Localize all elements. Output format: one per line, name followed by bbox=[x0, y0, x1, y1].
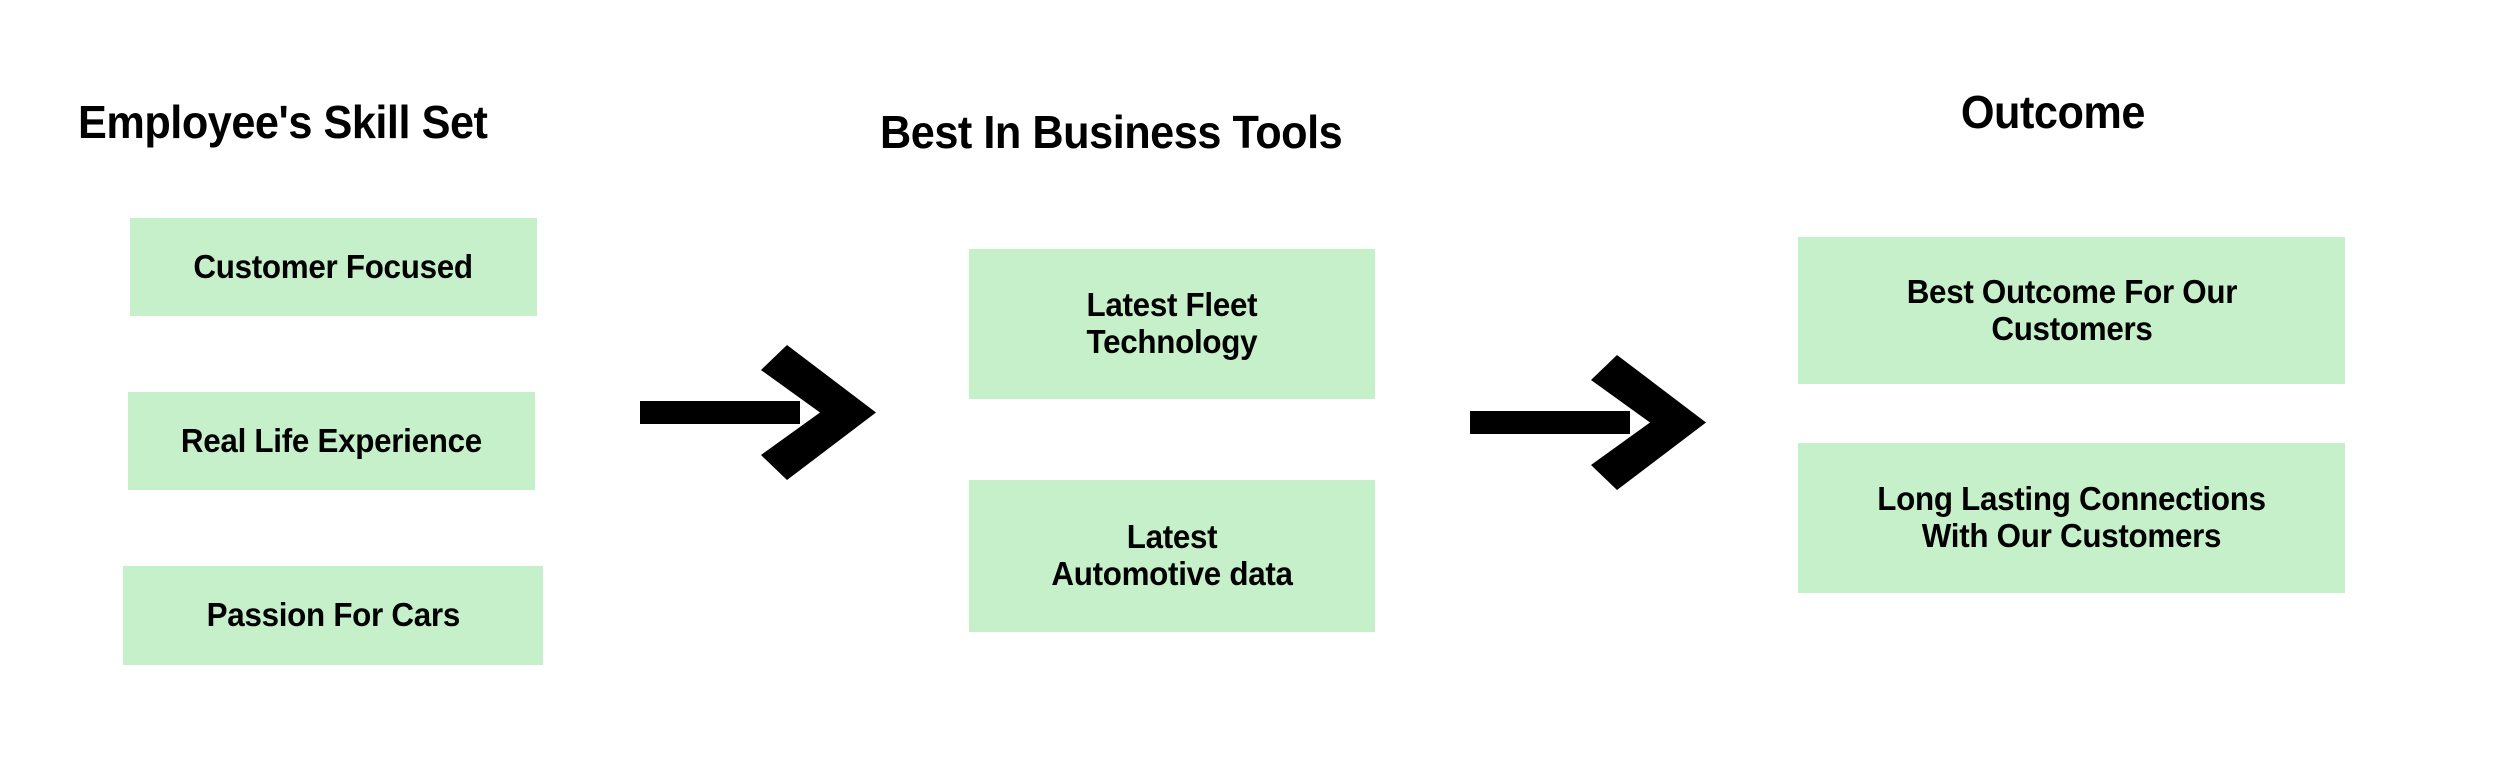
node-label: Long Lasting Connections With Our Custom… bbox=[1877, 480, 2266, 554]
node-long-lasting-connections[interactable]: Long Lasting Connections With Our Custom… bbox=[1798, 443, 2345, 593]
node-label: Passion For Cars bbox=[206, 596, 460, 634]
node-label: Real Life Experience bbox=[180, 421, 482, 459]
node-customer-focused[interactable]: Customer Focused bbox=[130, 218, 537, 316]
node-passion-for-cars[interactable]: Passion For Cars bbox=[123, 566, 543, 665]
node-label: Customer Focused bbox=[193, 247, 474, 285]
column-heading-skill-set: Employee's Skill Set bbox=[78, 96, 488, 148]
node-latest-automotive-data[interactable]: Latest Automotive data bbox=[969, 480, 1375, 632]
node-real-life-experience[interactable]: Real Life Experience bbox=[128, 392, 535, 490]
node-best-outcome-for-our-customers[interactable]: Best Outcome For Our Customers bbox=[1798, 237, 2345, 384]
column-heading-business-tools: Best In Business Tools bbox=[880, 106, 1343, 158]
arrow-right-icon-2 bbox=[1470, 355, 1706, 490]
arrow-right-icon-1 bbox=[640, 345, 876, 480]
node-latest-fleet-technology[interactable]: Latest Fleet Technology bbox=[969, 249, 1375, 399]
node-label: Latest Fleet Technology bbox=[1086, 286, 1258, 360]
node-label: Latest Automotive data bbox=[1051, 518, 1293, 592]
column-heading-outcome: Outcome bbox=[1960, 86, 2146, 138]
node-label: Best Outcome For Our Customers bbox=[1906, 272, 2237, 347]
